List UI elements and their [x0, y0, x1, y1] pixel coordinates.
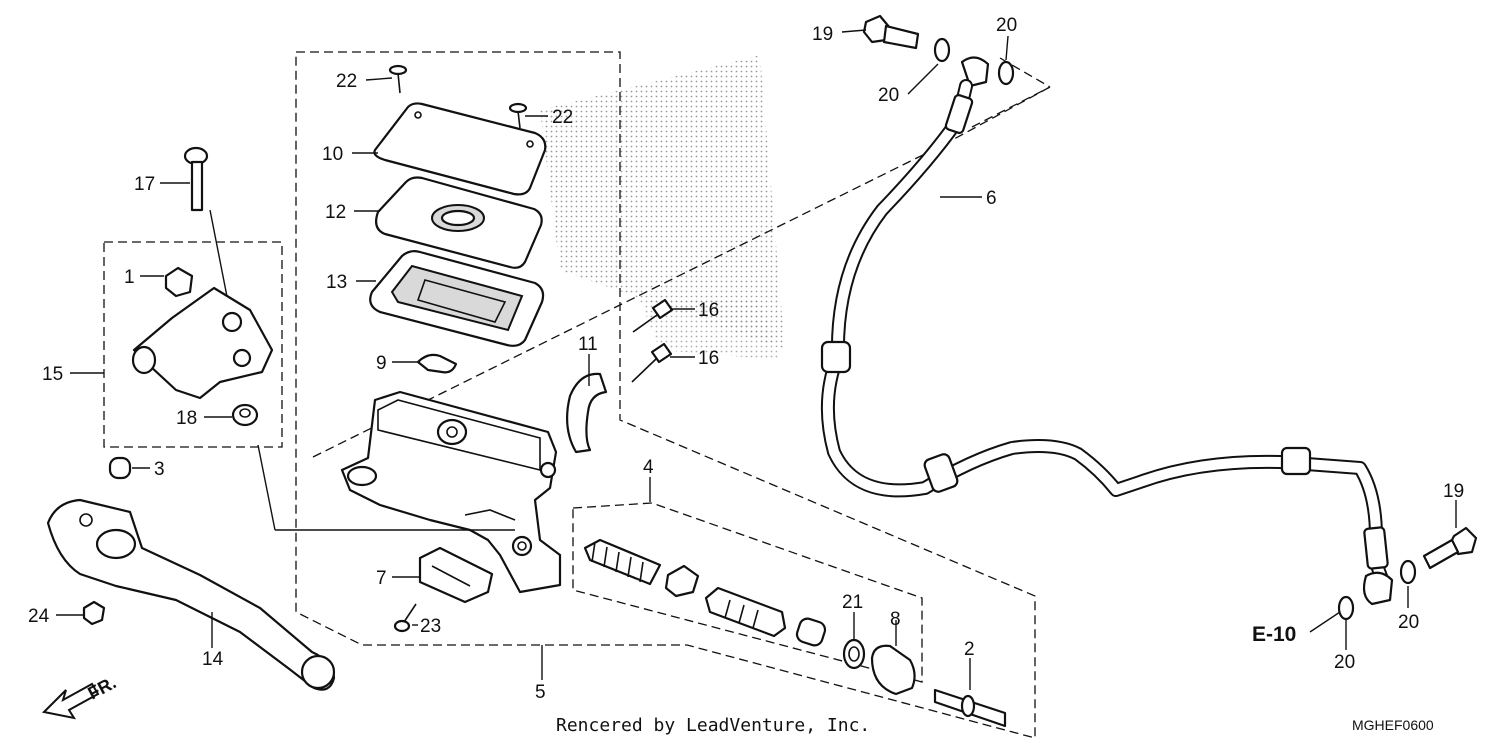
callout-23: 23: [420, 616, 441, 637]
retaining-clip: [416, 353, 458, 374]
callout-11: 11: [578, 334, 598, 355]
clutch-lever: [46, 498, 336, 691]
cover-11: [565, 372, 608, 454]
screw-22-right: [508, 102, 528, 129]
washer-20-top-left: [933, 37, 951, 63]
master-cylinder-frame: [295, 51, 1036, 739]
reservoir-cap: [373, 102, 547, 196]
callout-6: 6: [986, 188, 997, 209]
callout-20: 20: [878, 85, 899, 106]
washer-20-right-a: [1399, 559, 1417, 585]
clutch-hose: [820, 56, 1394, 606]
callout-19: 19: [812, 24, 833, 45]
front-direction-arrow: [41, 682, 100, 720]
screw-23: [393, 603, 417, 633]
leader-lines: [56, 29, 1457, 690]
nut-24: [82, 600, 106, 626]
bolt-16-lower: [631, 342, 673, 383]
dust-boot-8: [870, 644, 916, 696]
callout-5: 5: [535, 682, 546, 703]
callout-1: 1: [124, 267, 135, 288]
render-credit: Rencered by LeadVenture, Inc.: [556, 715, 870, 736]
callout-13: 13: [326, 272, 347, 293]
callout-16: 16: [698, 348, 719, 369]
callout-3: 3: [154, 459, 165, 480]
callout-17: 17: [134, 174, 155, 195]
callout-22: 22: [336, 71, 357, 92]
section-reference: E-10: [1252, 623, 1296, 646]
callout-4: 4: [643, 457, 654, 478]
lever-bracket: [131, 286, 274, 400]
callout-2: 2: [964, 639, 975, 660]
callout-20: 20: [1334, 652, 1355, 673]
callout-10: 10: [322, 144, 343, 165]
collar-18: [231, 403, 259, 427]
fluid-shading: [540, 55, 785, 360]
callout-8: 8: [890, 609, 901, 630]
callout-24: 24: [28, 606, 50, 627]
bushing-3: [108, 456, 132, 480]
callout-18: 18: [176, 408, 197, 429]
callout-19: 19: [1443, 481, 1464, 502]
callout-9: 9: [376, 353, 387, 374]
washer-20-right-b: [1337, 595, 1355, 621]
clutch-switch: [418, 546, 494, 604]
callout-16: 16: [698, 300, 719, 321]
lever-bracket-frame: [103, 241, 283, 448]
callout-12: 12: [325, 202, 346, 223]
callout-7: 7: [376, 568, 387, 589]
nut-1: [164, 266, 194, 298]
callout-20: 20: [1398, 612, 1419, 633]
seal-ring-21: [842, 638, 866, 670]
washer-20-top-right: [997, 60, 1015, 86]
screw-22-top: [388, 64, 408, 94]
diagram-code: MGHEF0600: [1352, 717, 1434, 733]
callout-21: 21: [842, 592, 863, 613]
callout-labels: 19 20 20 22 22 10 17 12 6 1 13 16 16 15 …: [28, 15, 1464, 703]
callout-15: 15: [42, 364, 63, 385]
callout-14: 14: [202, 649, 224, 670]
callout-22: 22: [552, 107, 573, 128]
push-rod: [933, 688, 1007, 728]
master-cylinder-body: [340, 390, 562, 594]
bolt-16-upper: [632, 298, 674, 333]
banjo-bolt-19-right: [1422, 526, 1478, 570]
banjo-bolt-19-top: [862, 14, 920, 50]
piston-set: [583, 538, 827, 647]
callout-20: 20: [996, 15, 1017, 36]
piston-kit-frame: [572, 502, 923, 683]
